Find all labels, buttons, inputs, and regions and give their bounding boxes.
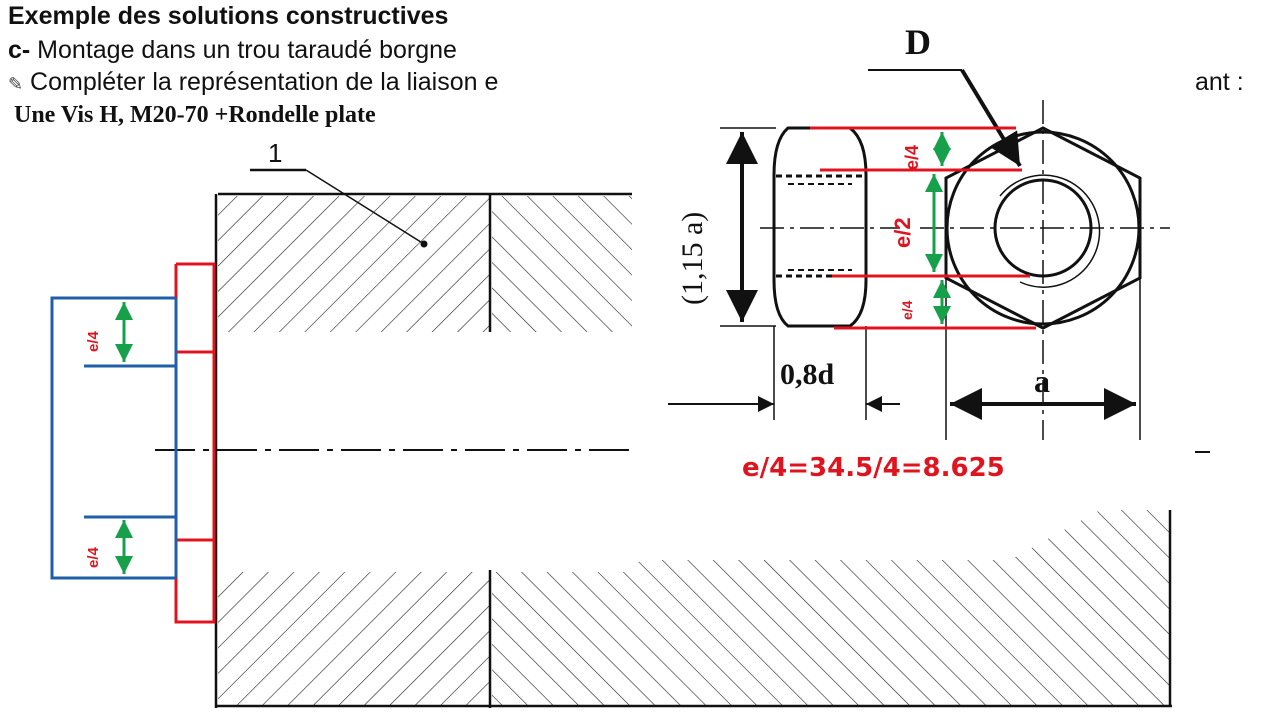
e4-label-bottom: e/4: [899, 300, 915, 320]
e4-label-top: e/4: [902, 145, 922, 170]
diameter-label: D: [905, 22, 931, 62]
lower-part-hatch: [218, 572, 490, 706]
upper-part-hatch: [218, 196, 490, 332]
height-label: (1,15 a): [676, 212, 709, 305]
item-letter: c-: [8, 36, 31, 64]
lower-base-hatch: [492, 510, 1170, 572]
page-title: Exemple des solutions constructives: [8, 2, 449, 30]
assembly-section: [155, 168, 1210, 708]
washer-sketch: [174, 262, 216, 624]
e4-label-upper: e/4: [85, 330, 102, 352]
nut-side-view: [772, 126, 868, 328]
part-number-1: 1: [268, 138, 282, 168]
upper-base-hatch: [492, 196, 632, 332]
pencil-icon: ✎: [8, 74, 24, 94]
e2-label: e/2: [890, 217, 915, 248]
lower-base-hatch-2: [492, 572, 1170, 706]
nut-e-dims: e/4 e/2 e/4: [890, 132, 951, 324]
item-text: Montage dans un trou taraudé borgne: [30, 36, 457, 64]
instruction-end: ant :: [1195, 68, 1244, 96]
screw-head-sketch: [50, 296, 178, 580]
projection-lines: [810, 126, 1036, 330]
width-label: a: [1034, 363, 1050, 399]
e4-formula: e/4=34.5/4=8.625: [742, 453, 1005, 483]
e4-label-lower: e/4: [85, 546, 102, 568]
instruction-text: Compléter la représentation de la liaiso…: [30, 68, 499, 96]
assembly-e4-dims: e/4 e/4: [85, 302, 133, 574]
item-c-line: c- Montage dans un trou taraudé borgne: [8, 36, 457, 65]
subtitle: Une Vis H, M20-70 +Rondelle plate: [14, 102, 376, 128]
thickness-label: 0,8d: [780, 358, 835, 391]
instruction-line: ✎ Compléter la représentation de la liai…: [8, 68, 498, 97]
